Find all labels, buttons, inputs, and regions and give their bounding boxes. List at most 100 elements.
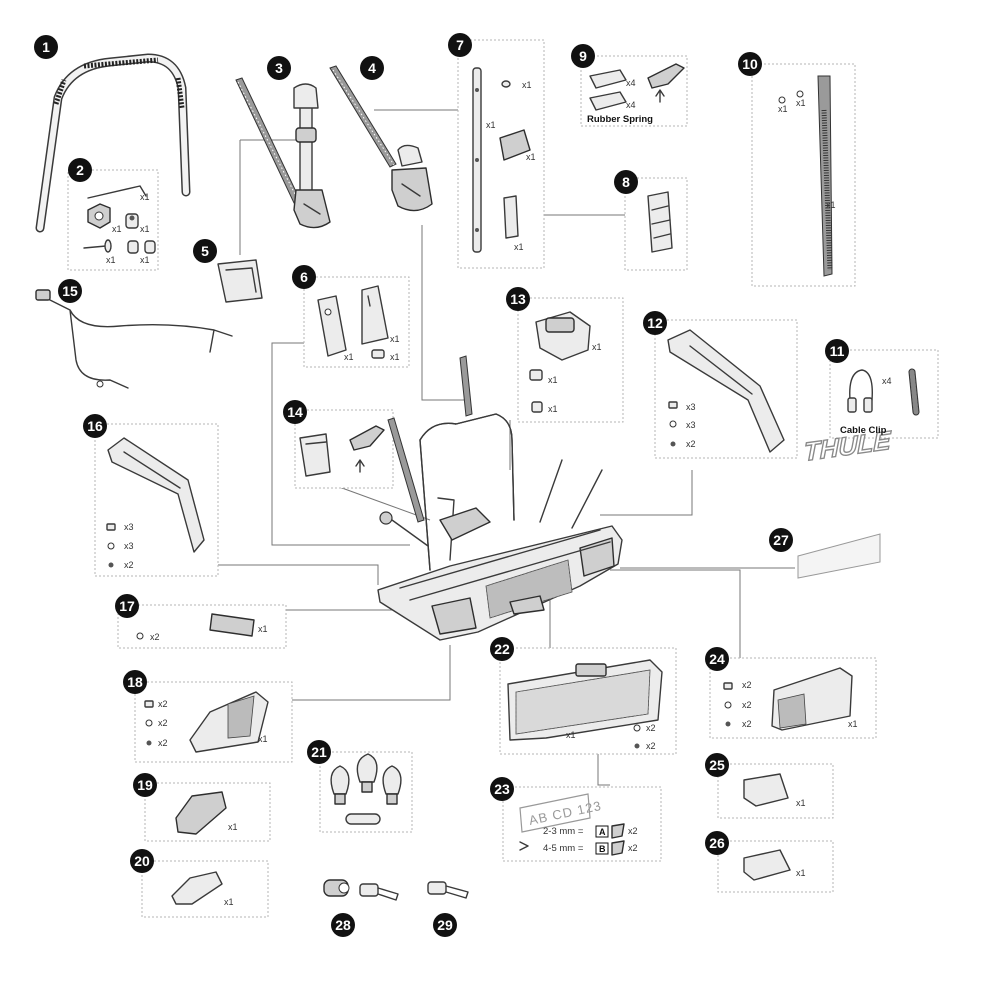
svg-text:23: 23: [494, 781, 510, 797]
part-20-lamp-cover: [171, 871, 223, 905]
svg-text:3: 3: [275, 60, 283, 76]
part-16-side-profile: [106, 437, 205, 568]
badge-part-3: 3: [267, 56, 291, 80]
qty-10b: x1: [796, 98, 806, 108]
box-part-10: [751, 63, 856, 287]
svg-text:15: 15: [62, 283, 78, 299]
svg-text:17: 17: [119, 598, 135, 614]
qty-16b: x3: [124, 541, 134, 551]
svg-text:5: 5: [201, 243, 209, 259]
svg-text:27: 27: [773, 532, 789, 548]
part-5-clamp: [217, 259, 263, 303]
qty-6a: x1: [344, 352, 354, 362]
qty-9b: x4: [626, 100, 636, 110]
badge-part-19: 19: [133, 773, 157, 797]
svg-text:4: 4: [368, 60, 376, 76]
badge-part-22: 22: [490, 637, 514, 661]
svg-text:24: 24: [709, 651, 725, 667]
badge-part-6: 6: [292, 265, 316, 289]
box-part-11: [829, 349, 939, 439]
part-3-arm: [235, 77, 331, 229]
qty-12c: x2: [686, 439, 696, 449]
qty-12b: x3: [686, 420, 696, 430]
svg-text:11: 11: [830, 343, 845, 359]
qty-7b: x1: [486, 120, 496, 130]
badge-part-7: 7: [448, 33, 472, 57]
qty-7d: x1: [514, 242, 524, 252]
qty-26: x1: [796, 868, 806, 878]
svg-text:22: 22: [494, 641, 510, 657]
badge-part-1: 1: [34, 35, 58, 59]
qty-13c: x1: [548, 404, 558, 414]
svg-text:13: 13: [510, 291, 526, 307]
bike-carrier-assembly: [377, 355, 623, 641]
part-number-badges: 1 2 3 4 5 6 7 8 9 10 11 12 13 14 15 16 1…: [34, 33, 849, 937]
qty-13a: x1: [592, 342, 602, 352]
svg-text:10: 10: [742, 56, 758, 72]
qty-24a: x2: [742, 680, 752, 690]
part-9-rubber-spring: [589, 63, 685, 111]
svg-text:25: 25: [709, 757, 725, 773]
part-1-frame-arch: [35, 53, 191, 233]
qty-22c: x2: [646, 741, 656, 751]
part-23-plate-holder: [519, 793, 591, 851]
part-14-bracket: [299, 425, 385, 477]
svg-text:16: 16: [87, 418, 103, 434]
badge-part-10: 10: [738, 52, 762, 76]
badge-part-27: 27: [769, 528, 793, 552]
qty-23b: x2: [628, 843, 638, 853]
part-11-cable-clip: [847, 368, 920, 416]
part-15-cable: [35, 289, 233, 389]
part-24-light-housing-right: [723, 667, 853, 731]
qty-23a: x2: [628, 826, 638, 836]
qty-10a: x1: [778, 104, 788, 114]
key-a-label: A: [599, 827, 606, 837]
part-2-tool-kit: [83, 185, 156, 254]
qty-24b: x2: [742, 700, 752, 710]
svg-text:14: 14: [287, 404, 303, 420]
badge-part-4: 4: [360, 56, 384, 80]
qty-11: x4: [882, 376, 892, 386]
part-8-grip: [647, 191, 673, 253]
badge-part-21: 21: [307, 740, 331, 764]
badge-part-24: 24: [705, 647, 729, 671]
part-10-strap: [778, 75, 833, 277]
qty-6c: x1: [390, 352, 400, 362]
svg-text:1: 1: [42, 39, 50, 55]
badge-part-16: 16: [83, 414, 107, 438]
badge-part-20: 20: [130, 849, 154, 873]
svg-text:21: 21: [311, 744, 327, 760]
svg-text:7: 7: [456, 37, 464, 53]
leader-lines: [218, 109, 795, 786]
svg-text:8: 8: [622, 174, 630, 190]
badge-part-15: 15: [58, 279, 82, 303]
qty-16a: x3: [124, 522, 134, 532]
part-28-lock: [323, 879, 399, 901]
qty-17b: x1: [258, 624, 268, 634]
qty-22b: x2: [646, 723, 656, 733]
part-21-bulbs: [330, 753, 402, 825]
qty-24d: x1: [848, 719, 858, 729]
badge-part-11: 11: [825, 339, 849, 363]
label-rubber-spring: Rubber Spring: [587, 114, 653, 125]
svg-text:29: 29: [437, 917, 453, 933]
part-25-cap: [743, 773, 789, 807]
qty-18d: x1: [258, 734, 268, 744]
badge-part-8: 8: [614, 170, 638, 194]
svg-text:18: 18: [127, 674, 143, 690]
part-13-handle: [529, 311, 591, 413]
box-part-17: [117, 604, 287, 649]
qty-7c: x1: [526, 152, 536, 162]
part-4-arm: [329, 65, 433, 212]
qty-2d: x1: [106, 255, 116, 265]
badge-part-25: 25: [705, 753, 729, 777]
qty-6b: x1: [390, 334, 400, 344]
qty-2b: x1: [112, 224, 122, 234]
badge-part-29: 29: [433, 913, 457, 937]
qty-13b: x1: [548, 375, 558, 385]
part-12-side-profile: [667, 329, 785, 453]
qty-22a: x1: [566, 730, 576, 740]
badge-part-14: 14: [283, 400, 307, 424]
svg-text:2: 2: [76, 162, 84, 178]
